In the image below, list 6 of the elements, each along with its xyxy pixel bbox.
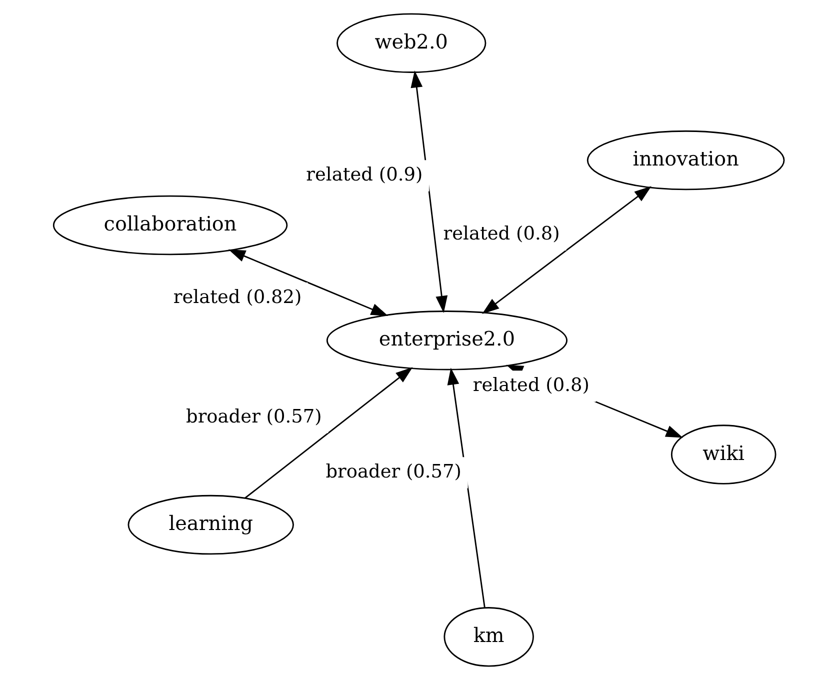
edge-label: related (0.8) <box>472 375 589 396</box>
edge-label: broader (0.57) <box>325 462 461 483</box>
edge-label: broader (0.57) <box>186 406 322 428</box>
edge-label: related (0.82) <box>172 286 302 308</box>
edge-label: related (0.8) <box>442 224 560 245</box>
edge-label: related (0.9) <box>306 164 422 186</box>
